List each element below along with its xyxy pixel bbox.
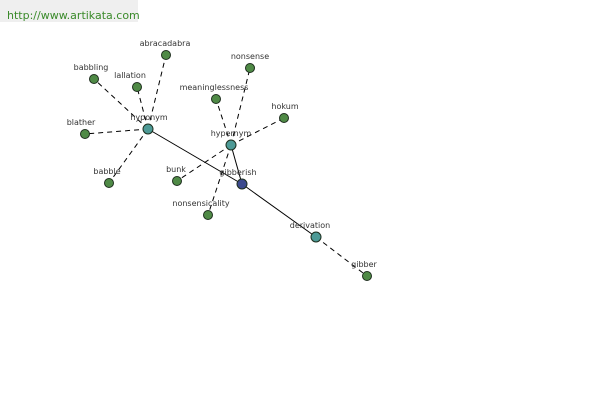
edge-hyponym-lallation (136, 86, 149, 130)
node-label-babble[interactable]: babble (93, 167, 120, 176)
node-hyponym[interactable] (142, 123, 154, 135)
edge-hyponym-blather (84, 128, 149, 135)
node-label-abracadabra[interactable]: abracadabra (140, 39, 191, 48)
source-banner: http://www.artikata.com (0, 0, 140, 22)
edge-hypernym-hokum (230, 117, 285, 146)
node-abracadabra[interactable] (161, 50, 171, 60)
node-label-babbling[interactable]: babbling (74, 63, 109, 72)
node-babbling[interactable] (89, 74, 99, 84)
edge-hypernym-bunk (176, 144, 232, 182)
edge-hyponym-abracadabra (147, 54, 167, 130)
node-nonsense[interactable] (245, 63, 255, 73)
node-label-meaninglessness[interactable]: meaninglessness (180, 83, 249, 92)
edges-layer (84, 54, 368, 277)
edge-gibberish-hypernym (230, 144, 243, 185)
node-label-hyponym[interactable]: hyponym (130, 113, 168, 122)
node-bunk[interactable] (172, 176, 182, 186)
node-lallation[interactable] (132, 82, 142, 92)
edge-hyponym-babble (108, 128, 149, 184)
node-label-bunk[interactable]: bunk (166, 165, 186, 174)
edge-hypernym-nonsensicality (207, 144, 232, 216)
node-label-nonsense[interactable]: nonsense (231, 52, 269, 61)
edge-hypernym-nonsense (230, 67, 251, 146)
node-gibber[interactable] (362, 271, 372, 281)
node-meaninglessness[interactable] (211, 94, 221, 104)
node-label-derivation[interactable]: derivation (290, 221, 330, 230)
edge-gibberish-hyponym (147, 128, 243, 185)
edge-derivation-gibber (315, 236, 368, 277)
node-gibberish[interactable] (236, 178, 248, 190)
nodes-layer (80, 50, 372, 281)
edge-hyponym-babbling (93, 78, 149, 130)
node-hypernym[interactable] (225, 139, 237, 151)
node-blather[interactable] (80, 129, 90, 139)
node-label-hypernym[interactable]: hypernym (211, 129, 252, 138)
source-link[interactable]: http://www.artikata.com (7, 9, 140, 22)
node-label-blather[interactable]: blather (67, 118, 96, 127)
node-label-lallation[interactable]: lallation (114, 71, 146, 80)
node-nonsensicality[interactable] (203, 210, 213, 220)
node-derivation[interactable] (310, 231, 322, 243)
node-label-gibberish[interactable]: gibberish (219, 168, 256, 177)
node-babble[interactable] (104, 178, 114, 188)
node-label-hokum[interactable]: hokum (271, 102, 298, 111)
labels-layer: gibberish hyponym hypernym derivation abraca… (67, 39, 378, 269)
node-label-gibber[interactable]: gibber (351, 260, 377, 269)
node-hokum[interactable] (279, 113, 289, 123)
node-label-nonsensicality[interactable]: nonsensicality (172, 199, 229, 208)
edge-gibberish-derivation (241, 183, 317, 238)
edge-hypernym-meaninglessness (215, 98, 232, 146)
